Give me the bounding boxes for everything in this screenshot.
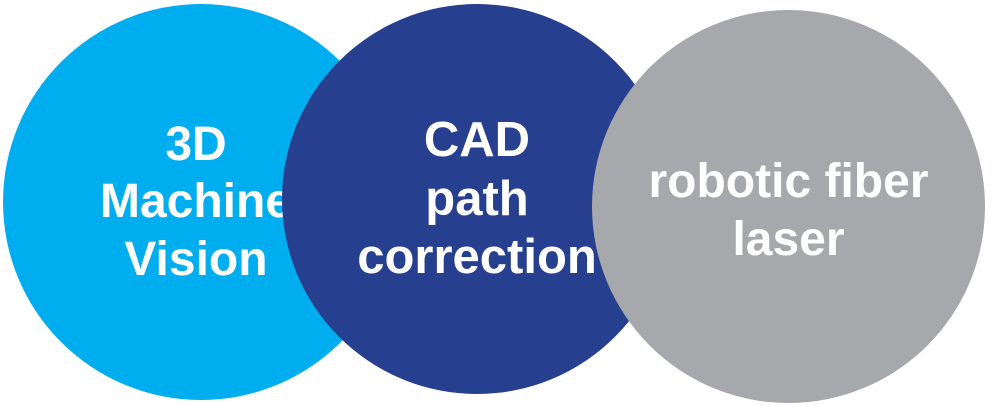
label-line: correction <box>357 230 597 285</box>
circle-label: 3D Machine Vision <box>100 116 292 289</box>
label-line: path <box>425 171 529 226</box>
circle-label: robotic fiber laser <box>648 153 928 268</box>
circle-cad-path-correction: CAD path correction <box>282 4 672 394</box>
circle-label: CAD path correction <box>357 111 597 287</box>
label-line: laser <box>732 212 845 266</box>
circle-robotic-fiber-laser: robotic fiber laser <box>592 10 985 403</box>
label-line: Machine <box>99 175 293 229</box>
label-line: robotic fiber <box>648 154 929 208</box>
label-line: 3D <box>165 117 227 171</box>
label-line: Vision <box>124 232 268 286</box>
label-line: CAD <box>423 112 531 167</box>
